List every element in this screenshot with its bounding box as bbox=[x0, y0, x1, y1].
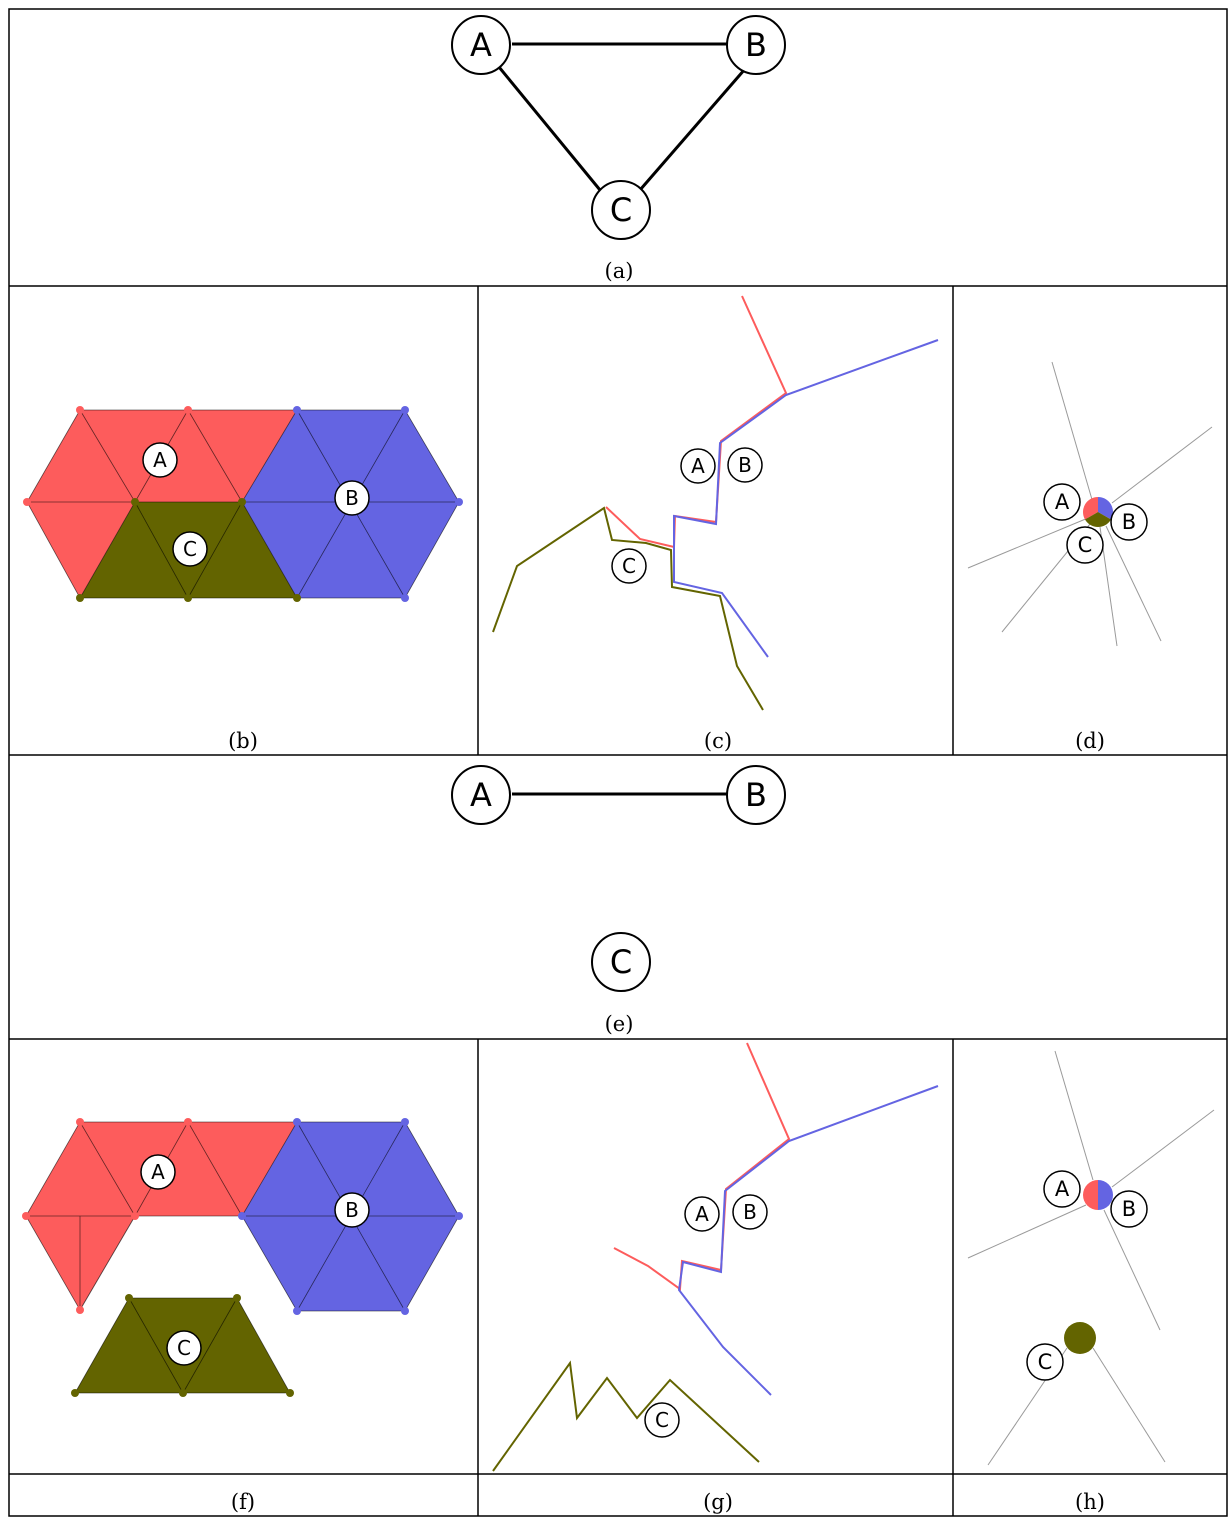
node-a bbox=[1043, 1170, 1081, 1208]
pie-b-sector bbox=[1098, 497, 1114, 520]
node-a-label: A bbox=[470, 26, 492, 64]
node-c bbox=[166, 1330, 202, 1366]
node-c bbox=[1066, 526, 1104, 564]
node-a-label: A bbox=[470, 776, 492, 814]
node-b bbox=[1110, 503, 1148, 541]
caption-a: (a) bbox=[605, 259, 634, 283]
pie-a-sector bbox=[1082, 497, 1098, 520]
panel-d: A B C (d) bbox=[967, 361, 1213, 753]
mesh-vertices bbox=[22, 1118, 463, 1397]
node-b bbox=[726, 15, 786, 75]
node-b-label: B bbox=[738, 453, 752, 477]
node-b-label: B bbox=[1122, 510, 1136, 534]
node-a-label: A bbox=[151, 1160, 165, 1184]
figure-grid bbox=[8, 8, 1228, 1517]
panel-g: A B C (g) bbox=[492, 1042, 939, 1514]
node-a-label: A bbox=[153, 448, 167, 472]
node-b bbox=[334, 480, 370, 516]
caption-f: (f) bbox=[231, 1490, 255, 1514]
node-a bbox=[451, 765, 511, 825]
node-c bbox=[1026, 1343, 1064, 1381]
panel-h: A B C (h) bbox=[967, 1050, 1215, 1514]
panel-b: A B C (b) bbox=[23, 406, 463, 753]
panel-f: A B C (f) bbox=[22, 1118, 463, 1514]
panel-e: A B C (e) bbox=[451, 765, 786, 1036]
curve-a bbox=[613, 1042, 791, 1291]
node-b-label: B bbox=[345, 1198, 359, 1222]
node-a-label: A bbox=[691, 454, 705, 478]
node-c bbox=[611, 548, 647, 584]
node-c-label: C bbox=[622, 554, 636, 578]
node-c-label: C bbox=[610, 943, 632, 981]
caption-e: (e) bbox=[605, 1012, 634, 1036]
node-a-label: A bbox=[695, 1202, 709, 1226]
gray-rays bbox=[967, 1050, 1215, 1466]
node-c-label: C bbox=[610, 191, 632, 229]
node-c-label: C bbox=[1038, 1350, 1053, 1374]
caption-c: (c) bbox=[704, 729, 732, 753]
node-b-label: B bbox=[743, 1200, 757, 1224]
node-b bbox=[732, 1194, 768, 1230]
caption-d: (d) bbox=[1075, 729, 1105, 753]
node-a bbox=[451, 15, 511, 75]
pie-c-sector bbox=[1085, 512, 1111, 528]
node-b-label: B bbox=[745, 776, 767, 814]
node-c-label: C bbox=[1078, 533, 1093, 557]
node-a bbox=[680, 448, 716, 484]
node-c-label: C bbox=[177, 1336, 191, 1360]
node-a bbox=[140, 1154, 176, 1190]
node-c bbox=[591, 932, 651, 992]
node-a bbox=[684, 1196, 720, 1232]
node-b-label: B bbox=[1122, 1197, 1136, 1221]
curve-b bbox=[673, 339, 939, 658]
node-c bbox=[591, 180, 651, 240]
edge-b-c bbox=[638, 68, 747, 191]
panel-c: A B C (c) bbox=[492, 295, 939, 753]
node-b bbox=[334, 1192, 370, 1228]
node-a bbox=[142, 442, 178, 478]
node-c-label: C bbox=[655, 1408, 669, 1432]
edge-a-c bbox=[497, 66, 602, 191]
node-c bbox=[172, 531, 208, 567]
node-b bbox=[726, 765, 786, 825]
caption-h: (h) bbox=[1075, 1490, 1105, 1514]
pie-a-half bbox=[1083, 1180, 1098, 1210]
caption-b: (b) bbox=[228, 729, 258, 753]
panel-a: A B C (a) bbox=[451, 15, 786, 283]
node-a bbox=[1043, 483, 1081, 521]
curve-c bbox=[492, 1360, 760, 1472]
curve-b bbox=[677, 1085, 939, 1396]
node-b bbox=[1110, 1190, 1148, 1228]
mesh-vertices bbox=[23, 406, 463, 602]
node-c bbox=[644, 1402, 680, 1438]
node-c-label: C bbox=[183, 537, 197, 561]
curve-a bbox=[605, 295, 788, 549]
node-b-label: B bbox=[345, 486, 359, 510]
pie-b-half bbox=[1098, 1180, 1113, 1210]
node-c-point bbox=[1064, 1322, 1096, 1354]
node-a-label: A bbox=[1055, 1177, 1070, 1201]
node-a-label: A bbox=[1055, 490, 1070, 514]
node-b-label: B bbox=[745, 26, 767, 64]
node-b bbox=[727, 447, 763, 483]
caption-g: (g) bbox=[703, 1490, 733, 1514]
curve-c bbox=[492, 506, 764, 711]
region-a bbox=[27, 410, 297, 598]
